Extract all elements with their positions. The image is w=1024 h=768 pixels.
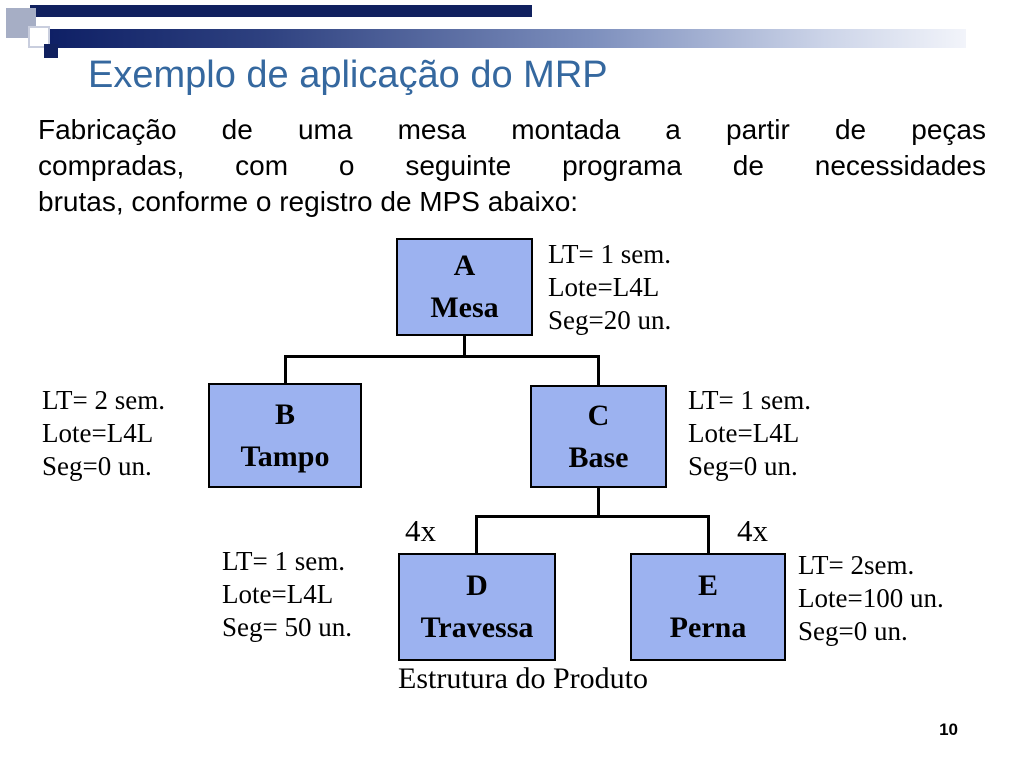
annotation-lote: Lote=L4L: [42, 418, 154, 448]
node-box-travessa: D Travessa: [398, 553, 556, 661]
connector-to-c: [597, 355, 600, 385]
body-paragraph-line-3: brutas, conforme o registro de MPS abaix…: [38, 186, 579, 217]
node-name: Base: [568, 440, 629, 474]
decor-bar-gradient: [30, 29, 966, 48]
decor-square-white: [28, 26, 50, 48]
node-letter: D: [466, 569, 488, 602]
node-letter: B: [274, 397, 295, 431]
connector-c-down: [597, 488, 600, 517]
node-name: Tampo: [240, 439, 330, 473]
node-box-tampo: B Tampo: [208, 383, 362, 488]
annotation-lt: LT= 2 sem.: [42, 385, 165, 415]
connector-level1-horiz: [284, 355, 600, 358]
multiplier-perna: 4x: [737, 513, 768, 548]
annotation-seg: Seg=0 un.: [688, 451, 798, 481]
annotation-lt: LT= 1 sem.: [548, 239, 671, 269]
annotation-base: LT= 1 sem. Lote=L4L Seg=0 un.: [688, 384, 811, 483]
annotation-lote: Lote=L4L: [548, 272, 660, 302]
annotation-lt: LT= 1 sem.: [222, 546, 345, 576]
node-box-base: C Base: [530, 385, 667, 488]
body-paragraph-line-2: compradas, com o seguinte programa de ne…: [38, 150, 986, 181]
annotation-lote: Lote=100 un.: [798, 583, 944, 613]
diagram-caption: Estrutura do Produto: [398, 662, 648, 695]
node-name: Perna: [669, 611, 747, 644]
slide-title: Exemplo de aplicação do MRP: [88, 54, 608, 96]
annotation-perna: LT= 2sem. Lote=100 un. Seg=0 un.: [798, 549, 944, 648]
annotation-tampo: LT= 2 sem. Lote=L4L Seg=0 un.: [42, 384, 165, 483]
annotation-mesa: LT= 1 sem. Lote=L4L Seg=20 un.: [548, 238, 671, 337]
connector-level2-horiz: [475, 515, 710, 518]
connector-a-down: [463, 336, 466, 357]
page-number: 10: [939, 720, 958, 739]
decor-bar-top: [30, 5, 532, 17]
node-letter: C: [587, 398, 610, 432]
annotation-travessa: LT= 1 sem. Lote=L4L Seg= 50 un.: [222, 545, 352, 644]
connector-to-d: [475, 515, 478, 553]
node-name: Mesa: [430, 291, 499, 324]
node-box-mesa: A Mesa: [396, 238, 533, 336]
node-letter: E: [697, 569, 718, 602]
annotation-seg: Seg= 50 un.: [222, 612, 352, 642]
node-letter: A: [453, 249, 476, 282]
connector-to-b: [284, 355, 287, 383]
decor-square-navy: [44, 44, 58, 58]
annotation-seg: Seg=20 un.: [548, 305, 672, 335]
annotation-seg: Seg=0 un.: [798, 616, 908, 646]
annotation-lt: LT= 2sem.: [798, 550, 915, 580]
annotation-seg: Seg=0 un.: [42, 451, 152, 481]
annotation-lote: Lote=L4L: [688, 418, 800, 448]
annotation-lote: Lote=L4L: [222, 579, 334, 609]
node-name: Travessa: [420, 611, 534, 644]
annotation-lt: LT= 1 sem.: [688, 385, 811, 415]
body-paragraph: Fabricação de uma mesa montada a partir …: [38, 112, 986, 220]
connector-to-e: [707, 515, 710, 553]
node-box-perna: E Perna: [630, 553, 786, 661]
body-paragraph-line-1: Fabricação de uma mesa montada a partir …: [38, 114, 986, 145]
multiplier-travessa: 4x: [405, 513, 436, 548]
